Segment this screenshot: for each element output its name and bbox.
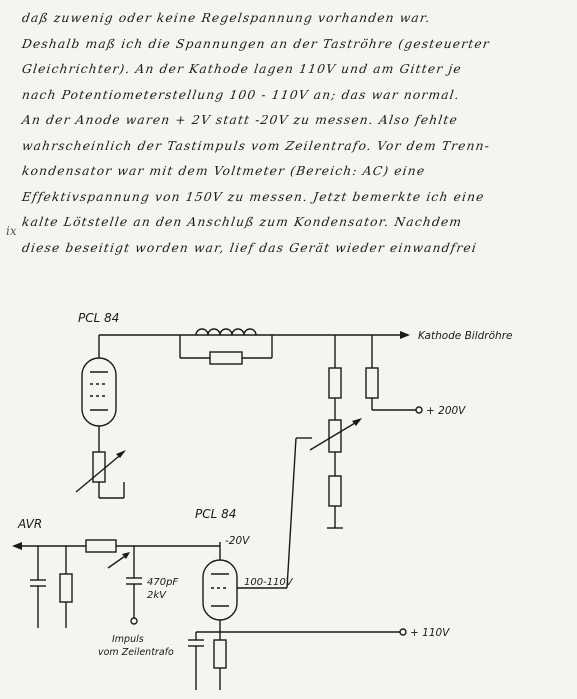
arrow-kathode	[400, 331, 410, 339]
tube-bottom-label: PCL 84	[195, 507, 236, 521]
series-resistor	[85, 539, 117, 553]
left-resistor	[59, 546, 73, 628]
left-capacitor	[30, 546, 46, 628]
kathode-label: Kathode Bildröhre	[418, 330, 512, 342]
grid-feed-wire	[286, 437, 297, 589]
cathode-network	[188, 628, 407, 690]
plus110-label: + 110V	[410, 627, 450, 639]
margin-mark: ix	[6, 224, 17, 238]
tube-top-label: PCL 84	[78, 311, 119, 325]
grid-voltage-label: 100-110V	[244, 577, 294, 588]
avr-label: AVR	[17, 517, 42, 531]
impuls-source-label: vom Zeilentrafo	[98, 647, 174, 658]
cap-voltage-label: 2kV	[147, 590, 167, 601]
coupling-capacitor	[126, 546, 142, 625]
inductor-with-resistor	[179, 328, 273, 365]
cap-value-label: 470pF	[147, 577, 178, 588]
top-potentiometer	[75, 440, 126, 499]
arrow-avr	[12, 542, 22, 550]
minus20-label: -20V	[225, 535, 250, 547]
bottom-tube-symbol	[202, 542, 238, 632]
right-resistor-network	[309, 335, 423, 529]
plus200-label: + 200V	[426, 405, 466, 417]
impuls-label: Impuls	[112, 634, 144, 645]
top-tube-symbol	[81, 335, 117, 440]
